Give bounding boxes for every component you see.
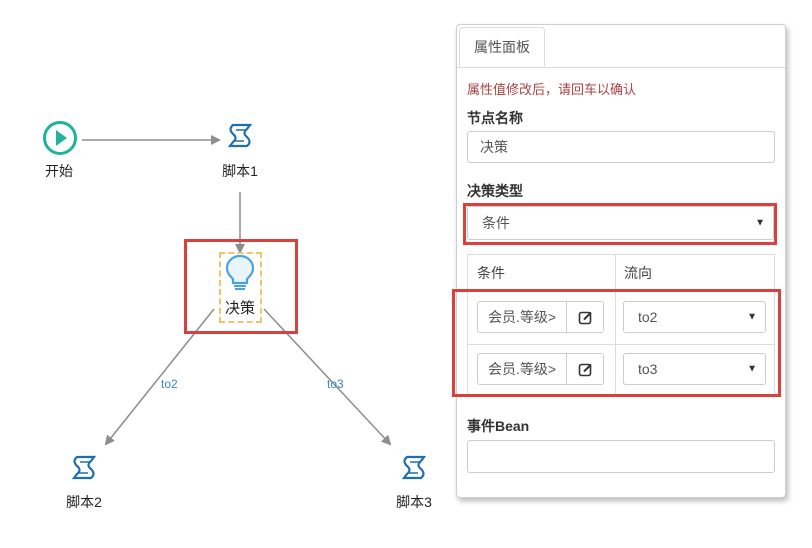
- condition-input[interactable]: 会员.等级>: [488, 309, 557, 325]
- node-name-input[interactable]: 决策: [467, 131, 775, 163]
- flow-select-value: to3: [638, 361, 658, 377]
- flow-select[interactable]: to2 ▼: [623, 301, 766, 333]
- edit-hint: 属性值修改后，请回车以确认: [467, 82, 637, 97]
- script-icon: [71, 455, 97, 480]
- table-header-condition: 条件: [477, 265, 505, 281]
- condition-rows-highlight: [452, 289, 781, 397]
- edit-condition-button[interactable]: [566, 302, 603, 332]
- edit-icon: [578, 363, 592, 376]
- lightbulb-icon: [225, 254, 255, 290]
- node-script2-label: 脚本2: [66, 494, 102, 510]
- event-bean-input[interactable]: [467, 440, 775, 473]
- flow-select-value: to2: [638, 309, 658, 325]
- node-decision[interactable]: [224, 253, 256, 293]
- edge-label-to3[interactable]: to3: [327, 377, 344, 391]
- condition-input-group[interactable]: 会员.等级>: [477, 353, 604, 385]
- decision-type-select[interactable]: 条件 ▼: [467, 206, 774, 240]
- node-script1[interactable]: [226, 122, 254, 150]
- table-header-flow: 流向: [624, 265, 652, 281]
- script-icon: [401, 455, 427, 480]
- decision-type-highlight: [463, 203, 777, 245]
- decision-selection-highlight: [184, 239, 298, 334]
- table-row-divider: [468, 344, 774, 345]
- node-decision-label: 决策: [224, 300, 256, 317]
- decision-type-label: 决策类型: [467, 183, 523, 199]
- flow-select[interactable]: to3 ▼: [623, 353, 766, 385]
- table-col-divider: [615, 255, 616, 396]
- condition-input[interactable]: 会员.等级>: [488, 361, 557, 377]
- chevron-down-icon: ▼: [747, 311, 757, 323]
- node-start[interactable]: [42, 120, 78, 156]
- node-script3[interactable]: [400, 454, 428, 482]
- script-icon: [227, 123, 253, 148]
- edit-icon: [578, 311, 592, 324]
- panel-tabbar: 属性面板: [457, 25, 785, 68]
- node-script1-label: 脚本1: [222, 163, 258, 179]
- property-panel: 属性面板 属性值修改后，请回车以确认 节点名称 决策 决策类型 条件 ▼ 条件 …: [452, 24, 786, 498]
- edge-label-to2[interactable]: to2: [161, 377, 178, 391]
- chevron-down-icon: ▼: [755, 217, 765, 229]
- event-bean-label: 事件Bean: [467, 418, 530, 434]
- node-script3-label: 脚本3: [396, 494, 432, 510]
- node-script2[interactable]: [70, 454, 98, 482]
- node-start-label: 开始: [45, 163, 73, 179]
- edit-condition-button[interactable]: [566, 354, 603, 384]
- play-circle-icon: [43, 121, 77, 155]
- decision-type-value: 条件: [482, 215, 510, 231]
- tab-properties[interactable]: 属性面板: [459, 27, 545, 67]
- chevron-down-icon: ▼: [747, 363, 757, 375]
- decision-selection-dashed: [219, 252, 262, 323]
- flow-canvas[interactable]: 开始 脚本1 决策 脚本2 脚本3 to2 to3: [0, 0, 455, 548]
- node-name-label: 节点名称: [467, 110, 523, 126]
- condition-input-group[interactable]: 会员.等级>: [477, 301, 604, 333]
